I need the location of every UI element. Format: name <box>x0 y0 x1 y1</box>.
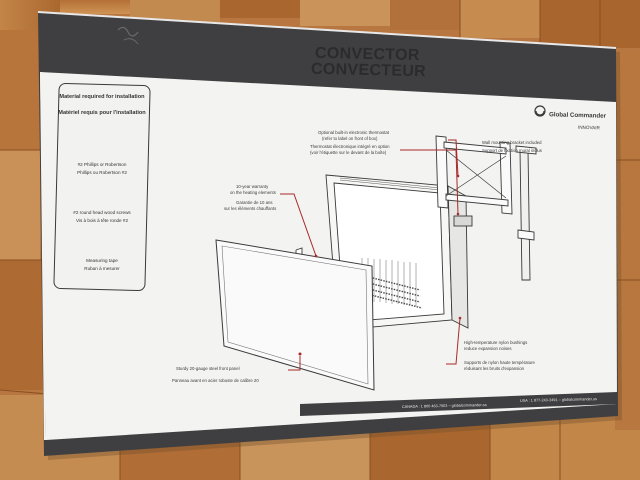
callout-nylon-en-1: High-temperature nylon bushings <box>464 340 528 345</box>
materials-item-1-en: #2 Phillips or Robertson <box>77 162 127 167</box>
callout-bracket-fr: Support de fixation mural inclus <box>482 148 542 153</box>
callout-warranty-fr-2: sur les éléments chauffants <box>224 206 277 211</box>
materials-item-2-fr: Vis à bois à tête ronde #2 <box>75 218 128 223</box>
callout-nylon-fr-1: Supports de nylon haute température <box>464 360 535 365</box>
callout-thermostat-fr-2: (voir l'étiquette sur le devant de la bo… <box>310 150 387 155</box>
callout-nylon-en-2: reduce expansion noises <box>464 346 512 351</box>
brand-name: Global Commander <box>548 111 607 120</box>
callout-warranty-en-2: on the heating elements <box>230 190 276 195</box>
callout-thermostat-fr-1: Thermostat électronique intégré en optio… <box>310 144 390 149</box>
title-convecteur: CONVECTEUR <box>310 60 427 81</box>
callout-thermostat-en-1: Optional built-in electronic thermostat <box>318 130 389 135</box>
callout-warranty-en-1: 10-year warranty <box>236 184 269 189</box>
brand-sub: INNOVAIR <box>577 124 600 131</box>
front-panel <box>215 239 375 391</box>
global-commander-logo-icon <box>534 105 546 117</box>
callout-nylon-fr-2: réduisant les bruits d'expansion <box>464 366 525 371</box>
materials-heading-en: Material required for installation <box>59 94 145 100</box>
wall-bracket <box>435 135 537 281</box>
materials-item-3-fr: Ruban à mesurer <box>84 266 120 271</box>
materials-heading-fr: Matériel requis pour l'installation <box>58 110 146 116</box>
callout-warranty-fr-1: Garantie de 10 ans <box>236 200 273 205</box>
callout-bracket-en: Wall mounting bracket included <box>482 140 542 145</box>
box-label-area <box>40 72 617 440</box>
callout-leaders <box>280 139 461 371</box>
callout-panel-en: Sturdy 20-gauge steel front panel <box>176 366 240 371</box>
materials-item-3-en: Measuring tape <box>86 258 118 263</box>
materials-item-1-fr: Phillips ou Robertson #2 <box>77 170 127 175</box>
callout-panel-fr: Panneau avant en acier robuste de calibr… <box>172 378 259 383</box>
callout-thermostat-en-2: (refer to label on front of box) <box>322 136 378 141</box>
materials-item-2-en: #2 round head wood screws <box>73 210 131 215</box>
